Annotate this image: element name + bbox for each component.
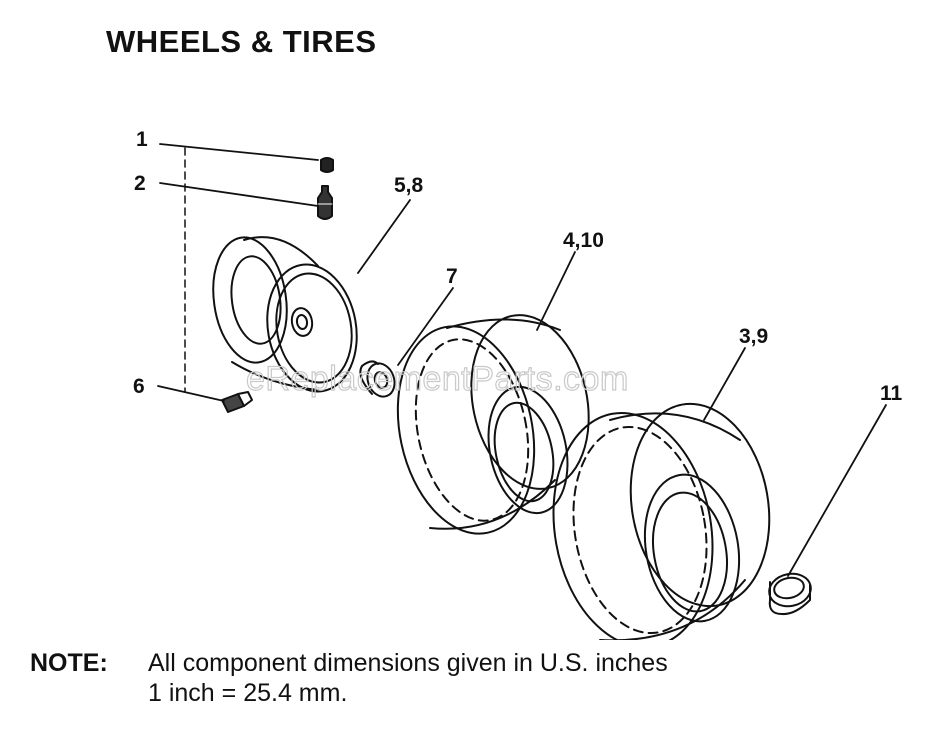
callout-7: 7 xyxy=(446,265,458,288)
sleeve-part xyxy=(768,572,812,616)
bushing-part xyxy=(359,360,396,398)
wheels-tires-exploded-diagram: 1 2 5,8 4,10 7 3,9 11 6 eReplacementPart… xyxy=(133,128,903,640)
valve-stem-part xyxy=(317,185,333,220)
callout-2: 2 xyxy=(134,172,146,195)
note-text-2: 1 inch = 25.4 mm. xyxy=(148,679,348,707)
wheel-bolt-part xyxy=(221,391,253,413)
callout-4-10: 4,10 xyxy=(563,229,604,252)
note-line-1: NOTE: All component dimensions given in U… xyxy=(30,648,668,678)
dimension-note: NOTE: All component dimensions given in U… xyxy=(30,648,668,708)
callout-1: 1 xyxy=(136,128,148,151)
watermark: eReplacementParts.com xyxy=(246,360,629,398)
leader-lines xyxy=(157,143,887,577)
page-title: WHEELS & TIRES xyxy=(106,24,377,59)
callout-3-9: 3,9 xyxy=(739,325,768,348)
callout-11: 11 xyxy=(880,382,903,405)
note-text-1: All component dimensions given in U.S. i… xyxy=(148,649,668,677)
wheel-rim-part xyxy=(212,236,358,393)
note-label: NOTE: xyxy=(30,649,108,677)
tire-front-part xyxy=(396,314,590,535)
tire-rear-part xyxy=(552,402,771,640)
callout-6: 6 xyxy=(133,375,145,398)
valve-cap-part xyxy=(320,157,334,173)
callout-5-8: 5,8 xyxy=(394,174,424,197)
